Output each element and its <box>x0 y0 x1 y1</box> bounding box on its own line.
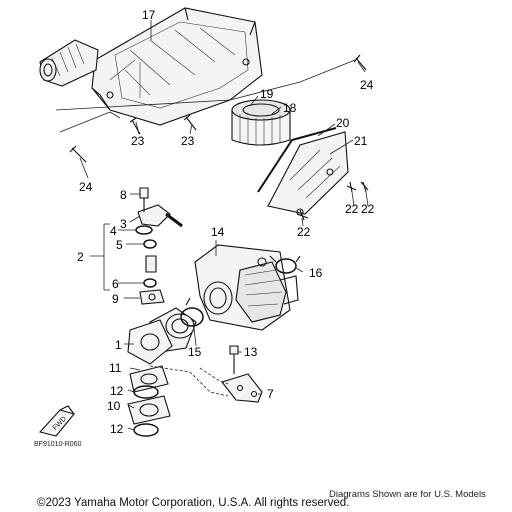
callout-20: 20 <box>336 116 350 130</box>
screw-22-c[interactable] <box>296 209 309 221</box>
screw-22-b[interactable] <box>360 181 369 193</box>
callout-19: 19 <box>260 87 274 101</box>
o-ring-12-b[interactable] <box>133 423 159 437</box>
sensor-body-3[interactable] <box>137 204 183 228</box>
callout-23-right: 23 <box>181 134 195 148</box>
screw-24-b[interactable] <box>69 145 87 163</box>
callout-4: 4 <box>110 224 117 238</box>
callout-6: 6 <box>112 277 119 291</box>
callout-22-right: 22 <box>361 202 375 216</box>
gasket-11[interactable] <box>129 365 169 393</box>
air-filter-element[interactable] <box>231 99 291 146</box>
sensor-6[interactable] <box>143 255 157 288</box>
callout-24-top: 24 <box>360 78 374 92</box>
fwd-arrow-icon: FWD <box>38 405 75 437</box>
callout-16: 16 <box>309 266 323 280</box>
callout-3: 3 <box>120 217 127 231</box>
callout-12-a: 12 <box>110 384 124 398</box>
bolt-8[interactable] <box>139 187 149 212</box>
screw-24-a[interactable] <box>353 54 367 71</box>
screw-23-b[interactable] <box>183 114 197 131</box>
callout-9: 9 <box>112 292 119 306</box>
callout-17: 17 <box>142 8 156 22</box>
callout-5: 5 <box>116 238 123 252</box>
callout-24-bottom: 24 <box>79 180 93 194</box>
callout-21: 21 <box>354 134 368 148</box>
callout-12-b: 12 <box>110 422 124 436</box>
clamp-15[interactable] <box>180 297 204 327</box>
insulator-10[interactable] <box>127 395 171 425</box>
disclaimer-text: Diagrams Shown are for U.S. Models <box>329 489 486 500</box>
o-ring-5[interactable] <box>143 239 157 249</box>
copyright-text: ©2023 Yamaha Motor Corporation, U.S.A. A… <box>37 497 350 509</box>
callout-15: 15 <box>188 345 202 359</box>
o-ring-4[interactable] <box>135 225 153 235</box>
callout-22-left: 22 <box>345 202 359 216</box>
callout-labels: 17 24 19 18 20 21 23 23 24 22 22 22 8 3 … <box>77 8 375 436</box>
bracket-7[interactable] <box>221 373 263 403</box>
plate-9[interactable] <box>139 289 165 305</box>
diagram-code: BF91010-R060 <box>34 441 82 448</box>
callout-8: 8 <box>120 188 127 202</box>
callout-1: 1 <box>115 338 122 352</box>
case-cap[interactable] <box>257 127 349 216</box>
callout-23-left: 23 <box>131 134 145 148</box>
throttle-body[interactable] <box>194 244 299 331</box>
callout-13: 13 <box>244 345 258 359</box>
callout-18: 18 <box>283 101 297 115</box>
hose-clamp-16[interactable] <box>269 255 301 274</box>
callout-7: 7 <box>267 387 274 401</box>
leader-lines <box>55 20 369 431</box>
callout-22-bottom: 22 <box>297 225 311 239</box>
intake-duct[interactable] <box>39 39 99 87</box>
callout-2: 2 <box>77 250 84 264</box>
screw-22-a[interactable] <box>346 181 357 193</box>
callout-11: 11 <box>109 361 122 375</box>
callout-10: 10 <box>107 399 121 413</box>
callout-14: 14 <box>211 225 225 239</box>
bolt-13[interactable] <box>229 345 239 374</box>
intake-manifold[interactable] <box>127 319 173 365</box>
